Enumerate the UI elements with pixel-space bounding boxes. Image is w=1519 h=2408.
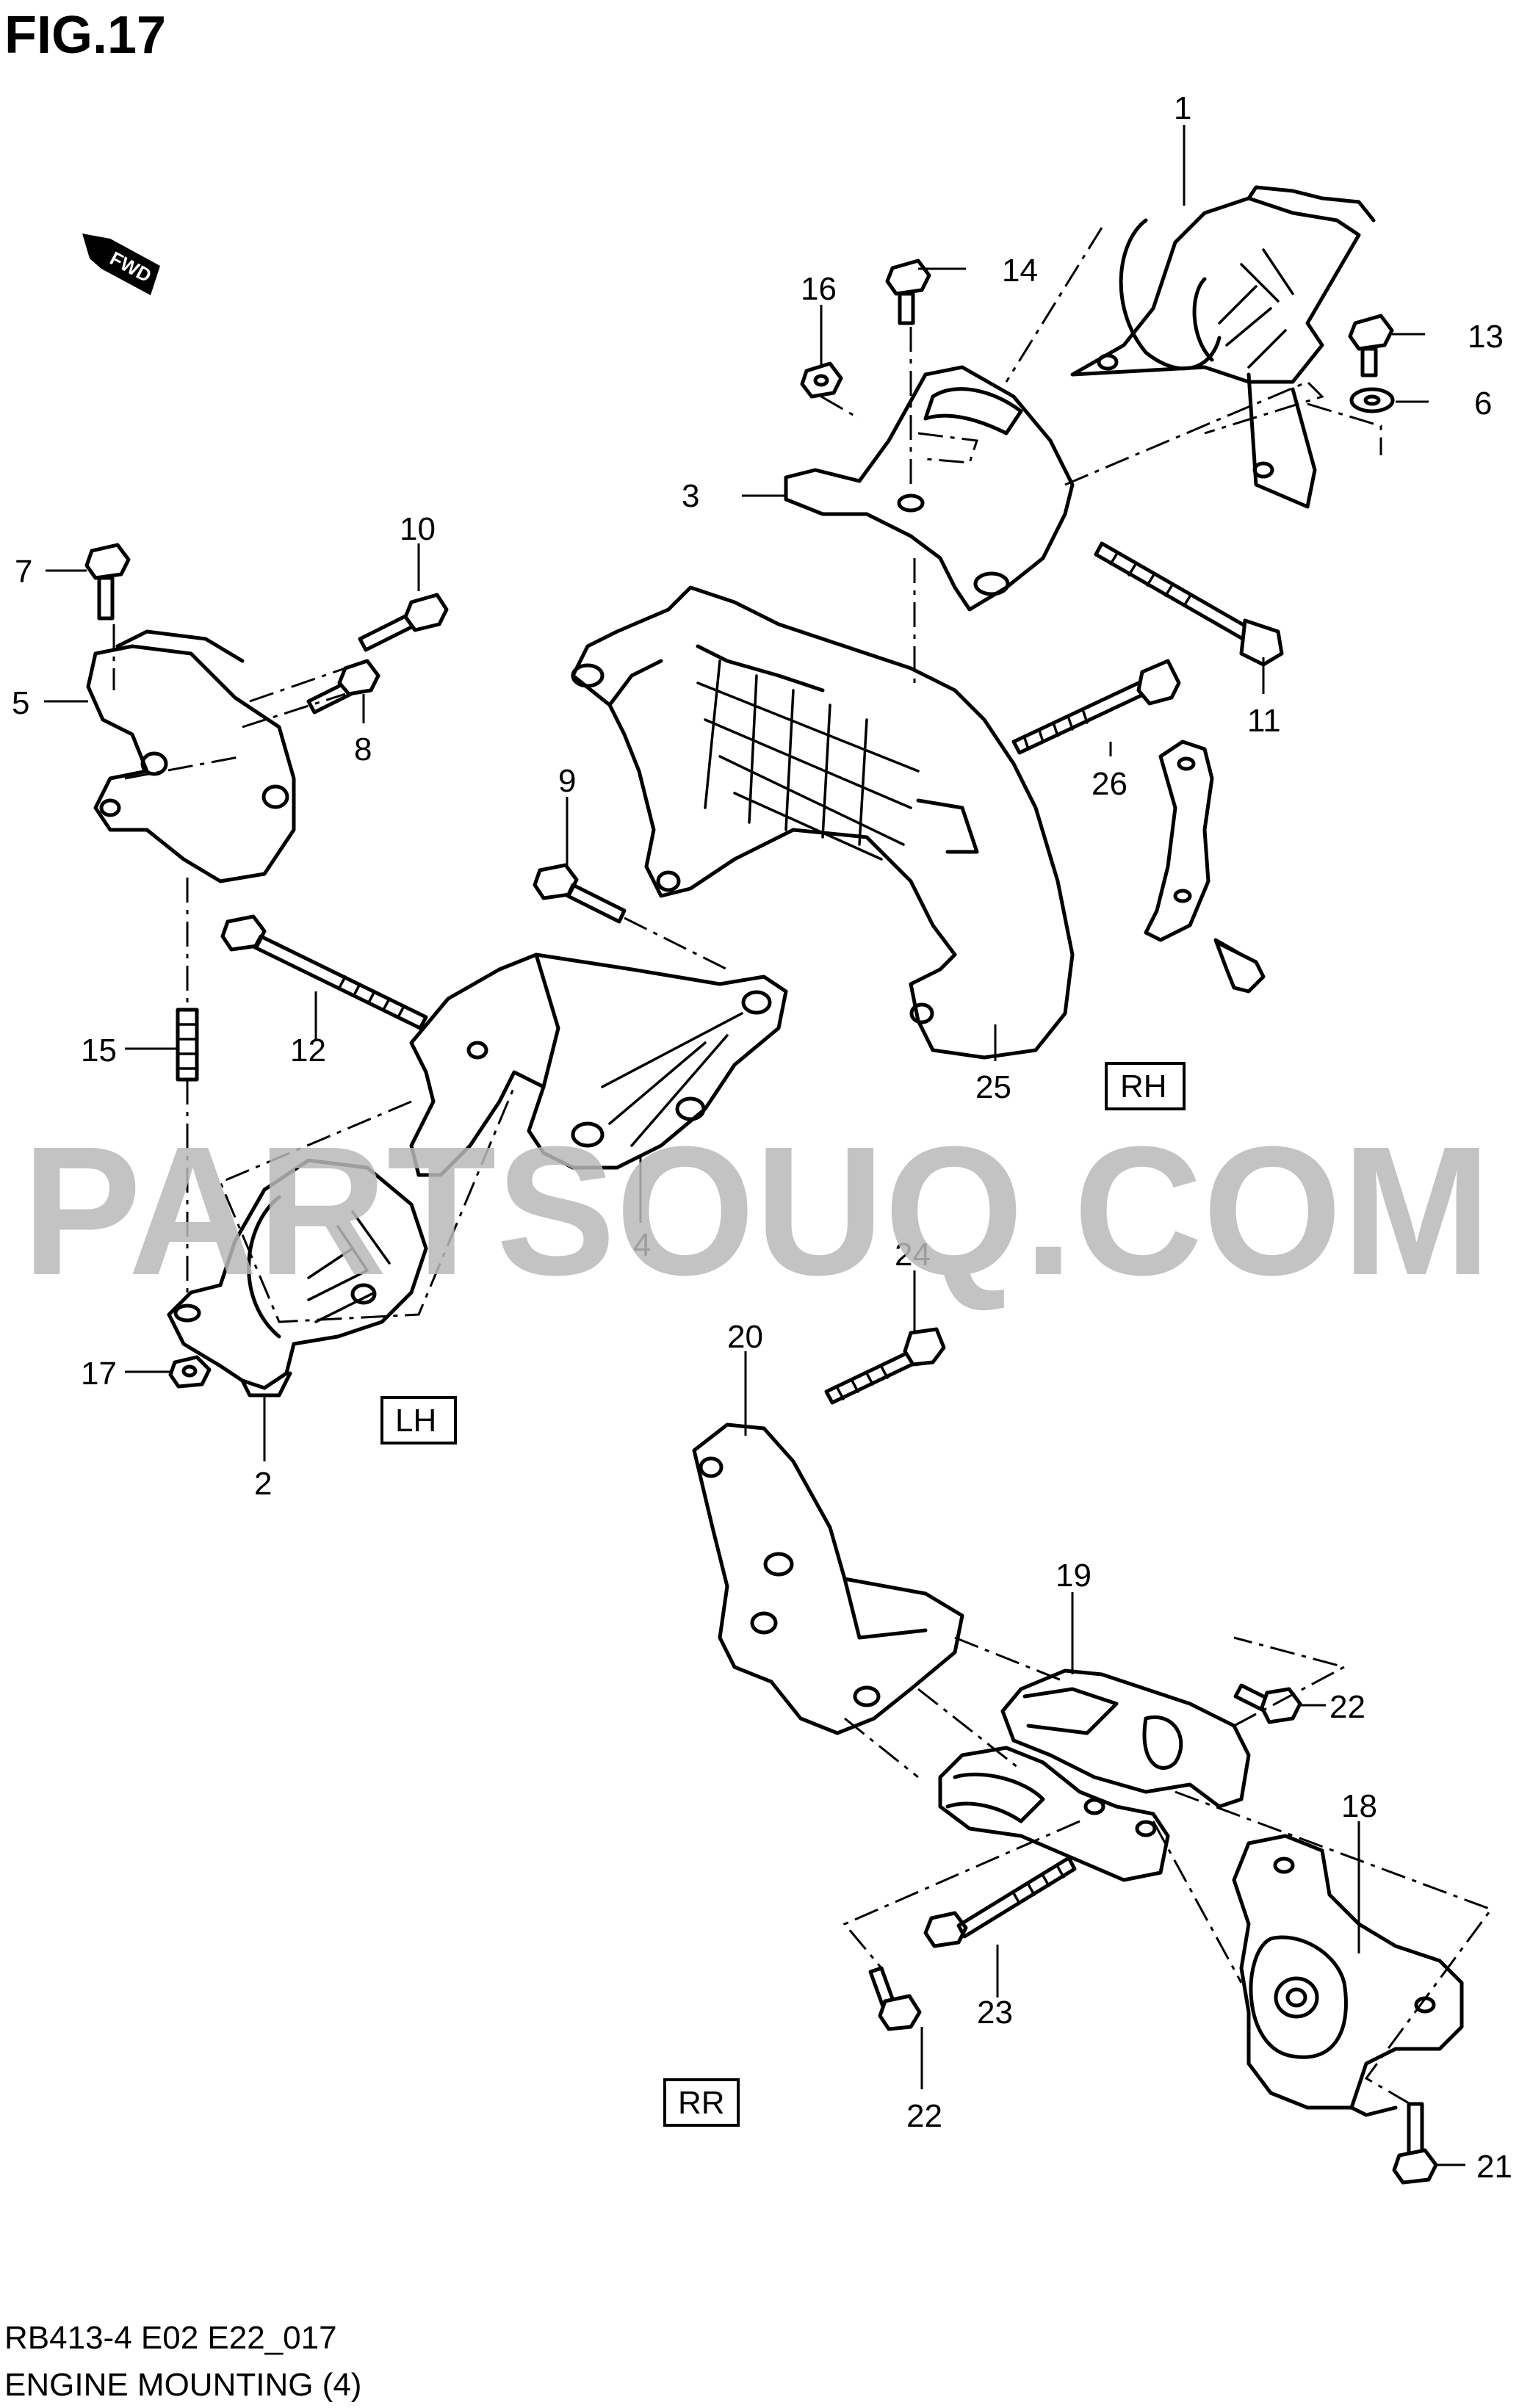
part-17-nut [168,1355,212,1389]
footer-name: ENGINE MOUNTING (4) [4,2367,361,2403]
part-3-bracket [784,365,1075,612]
rh-stay-bracket [1144,740,1266,994]
callout-6: 6 [1474,386,1492,422]
part-11-bolt [1094,541,1284,667]
callout-3: 3 [682,478,699,514]
part-23-bolt [923,1856,1077,1948]
part-22-bolt-lower [868,1966,922,2031]
assembly-lines [112,227,1493,2105]
figure-title: FIG.17 [4,6,166,65]
callout-20: 20 [727,1319,763,1355]
callout-23: 23 [977,1995,1013,2031]
callout-11: 11 [1247,703,1281,739]
part-7-bolt [84,543,131,621]
callout-numbers: 1 2 3 4 5 6 7 8 9 10 11 12 13 14 15 16 1… [12,90,1512,2185]
section-label-rh: RH [1120,1069,1167,1104]
callout-21: 21 [1476,2149,1512,2185]
callout-16: 16 [801,271,837,307]
part-1-rh-mount [1070,185,1376,509]
callout-5: 5 [12,685,29,721]
part-9-bolt [533,863,627,924]
section-label-rr: RR [678,2085,725,2121]
callout-22-upper: 22 [1329,1689,1365,1725]
part-12-bolt [220,914,428,1030]
part-15-stud [176,1008,199,1082]
part-2-lh-mount [167,1158,428,1398]
fwd-arrow-icon: FWD [82,234,160,295]
callout-25: 25 [975,1069,1011,1105]
section-box-rr: RR [663,2078,740,2127]
callout-14: 14 [1002,253,1038,289]
part-13-bolt [1348,314,1394,377]
part-18-rear-mount [1232,1834,1464,2117]
callout-8: 8 [354,731,372,767]
part-21-bolt [1392,2102,1438,2185]
callout-13: 13 [1468,319,1504,355]
section-box-rh: RH [1105,1062,1186,1110]
part-14-bolt [885,258,931,325]
part-24-bolt [824,1327,946,1405]
callout-9: 9 [558,763,576,799]
callout-12: 12 [290,1033,326,1069]
callout-18: 18 [1341,1788,1377,1824]
part-25-bracket [571,585,1075,1060]
part-26-bolt [1011,659,1181,755]
part-6-washer [1349,387,1395,413]
section-box-lh: LH [380,1396,457,1445]
part-5-bracket [86,629,296,883]
rr-lower-bracket [938,1746,1170,1882]
callout-17: 17 [81,1356,117,1392]
callout-15: 15 [81,1033,117,1069]
part-4-bracket [409,952,788,1177]
part-22-bolt-upper [1233,1683,1302,1724]
part-16-nut [800,361,843,399]
part-10-bolt [358,593,449,652]
callout-4: 4 [633,1227,651,1263]
callout-22-lower: 22 [906,2098,942,2134]
part-8-bolt [306,659,380,715]
callout-7: 7 [15,554,32,590]
footer-code: RB413-4 E02 E22_017 [4,2320,337,2356]
part-19-bracket [1000,1668,1251,1809]
callout-24: 24 [895,1237,931,1273]
callout-2: 2 [254,1466,272,1502]
callout-1: 1 [1174,90,1191,126]
callout-10: 10 [400,511,436,547]
callout-26: 26 [1092,766,1127,802]
section-label-lh: LH [395,1403,436,1439]
watermark: PARTSOUQ.COM [22,1108,1491,1313]
leader-lines [44,125,1465,2166]
part-20-bracket [692,1422,964,1735]
callout-19: 19 [1056,1558,1092,1594]
